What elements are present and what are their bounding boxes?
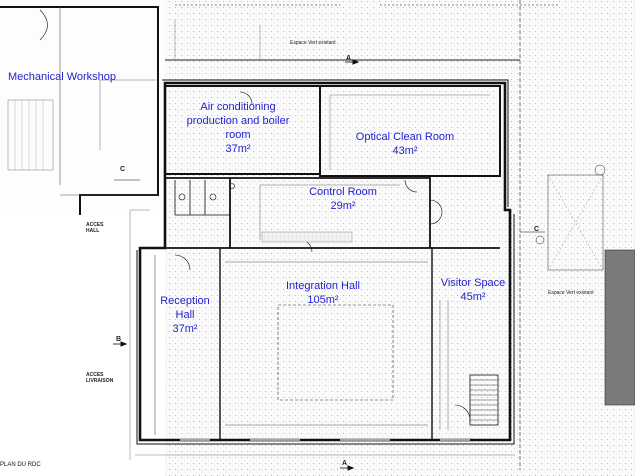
- note-acces-livraison: ACCES LIVRAISON: [86, 372, 114, 384]
- note-espace-vert-right: Espace Vert existant: [548, 290, 594, 296]
- section-mark-a-top: A: [346, 55, 352, 62]
- section-mark-c-left: C: [120, 166, 126, 173]
- room-label-air-conditioning: Air conditioning production and boiler r…: [178, 100, 298, 156]
- room-area: 45m²: [460, 291, 486, 303]
- room-area: 37m²: [172, 323, 198, 335]
- room-name: Air conditioning production and boiler r…: [186, 101, 290, 141]
- green-space-hatch: [165, 0, 635, 476]
- section-markers: [113, 59, 545, 471]
- note-acces-hall: ACCES HALL: [86, 222, 104, 234]
- room-area: 105m²: [307, 294, 339, 306]
- room-label-control-room: Control Room 29m²: [288, 185, 398, 213]
- interior-walls: [148, 85, 501, 442]
- room-name: Integration Hall: [286, 280, 360, 292]
- site-features: [519, 0, 635, 470]
- drawing-caption: PLAN DU RDC: [0, 462, 41, 468]
- room-area: 29m²: [330, 200, 356, 212]
- note-espace-vert-top: Espace Vert existant: [290, 40, 336, 46]
- section-mark-a-bottom: A: [342, 460, 348, 467]
- room-label-mechanical-workshop: Mechanical Workshop: [8, 70, 116, 84]
- section-mark-c-right: C: [534, 226, 540, 233]
- room-label-visitor-space: Visitor Space 45m²: [428, 276, 518, 304]
- room-area: 43m²: [392, 145, 418, 157]
- mechanical-workshop-walls: [0, 6, 159, 215]
- room-name: Control Room: [309, 186, 377, 198]
- room-label-integration-hall: Integration Hall 105m²: [268, 279, 378, 307]
- room-name: Visitor Space: [440, 277, 506, 289]
- section-mark-b: B: [116, 336, 122, 343]
- room-name: Optical Clean Room: [355, 131, 455, 143]
- room-label-reception-hall: Reception Hall 37m²: [152, 294, 218, 336]
- room-name: Mechanical Workshop: [8, 71, 117, 83]
- room-area: 37m²: [225, 143, 251, 155]
- room-name: Reception Hall: [160, 295, 210, 321]
- room-label-optical-clean-room: Optical Clean Room 43m²: [345, 130, 465, 158]
